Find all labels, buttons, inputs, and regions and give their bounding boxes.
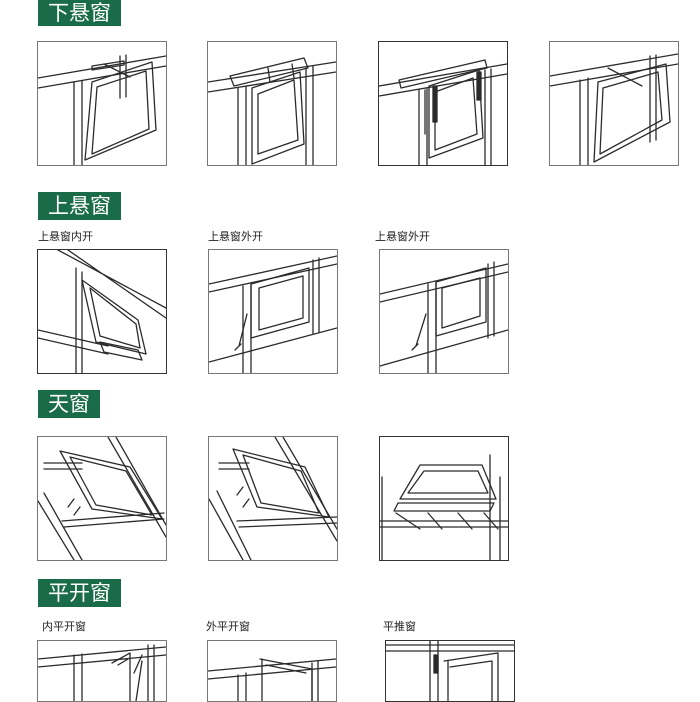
section-title-skylight: 天窗 [38,390,100,418]
caption-parallel-push-window: 平推窗 [383,620,416,633]
caption-top-hung-inward: 上悬窗内开 [38,230,93,243]
bottom-hung-window-icon [549,41,679,166]
caption-inward-casement: 内平开窗 [42,620,86,633]
section-title-bottom-hung: 下悬窗 [38,0,121,26]
caption-top-hung-outward: 上悬窗外开 [208,230,263,243]
caption-top-hung-outward-2: 上悬窗外开 [375,230,430,243]
top-hung-window-icon [379,249,509,374]
bottom-hung-window-icon [207,41,337,166]
bottom-hung-window-icon [378,41,508,166]
casement-window-icon [207,640,337,702]
skylight-window-icon [379,436,509,561]
top-hung-window-icon [37,249,167,374]
top-hung-window-icon [208,249,338,374]
bottom-hung-window-icon [37,41,167,166]
casement-window-icon [385,640,515,702]
skylight-window-icon [208,436,338,561]
caption-outward-casement: 外平开窗 [206,620,250,633]
casement-window-icon [37,640,167,702]
skylight-window-icon [37,436,167,561]
section-title-top-hung: 上悬窗 [38,192,121,220]
section-title-casement: 平开窗 [38,579,121,607]
